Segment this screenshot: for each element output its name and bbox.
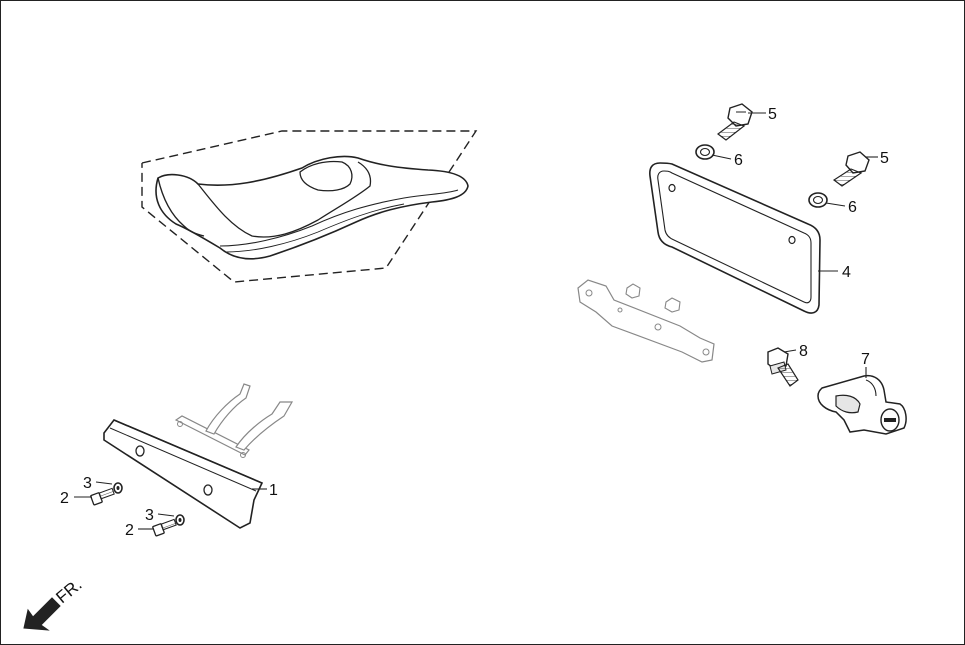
bolt-shank xyxy=(777,363,799,387)
leader-3a xyxy=(95,481,113,485)
washer-inner xyxy=(116,486,120,490)
callout-8: 8 xyxy=(799,343,808,360)
strip-hole xyxy=(654,323,662,331)
seat-rider-cushion xyxy=(197,161,372,238)
leader-lines xyxy=(74,112,878,530)
washer-3b xyxy=(175,514,185,526)
part-7-barrel xyxy=(835,394,861,414)
screw-2a xyxy=(90,487,115,506)
callout-3a: 3 xyxy=(83,475,92,492)
bolt-shank xyxy=(717,121,746,141)
bracket-hole xyxy=(177,421,183,427)
callout-4: 4 xyxy=(842,264,851,281)
part-7-key-slot xyxy=(884,418,896,422)
seat-assembly xyxy=(141,130,478,283)
plate-base-inner xyxy=(657,170,812,304)
plate-base-hole xyxy=(788,235,796,245)
leader-6a xyxy=(711,154,732,160)
plate-base-part-4 xyxy=(649,162,821,314)
bracket-arm-left xyxy=(205,383,251,435)
bolt-head xyxy=(845,151,870,174)
callout-labels: 1 2 3 2 3 4 5 5 6 6 7 8 xyxy=(60,106,889,539)
front-direction-indicator: FR. xyxy=(23,575,86,631)
part-7 xyxy=(817,374,907,435)
washer-3a xyxy=(113,482,123,494)
mounting-strip xyxy=(577,279,715,363)
strip-nut xyxy=(664,297,681,313)
plate-base-outer xyxy=(649,162,821,314)
plate-holder-bracket xyxy=(174,383,294,458)
plate-holder-hole xyxy=(203,484,213,496)
plate-holder-part-1 xyxy=(103,419,264,529)
plate-holder-inner-edge xyxy=(109,427,257,492)
plate-holder-hole xyxy=(135,445,145,457)
screw-thread xyxy=(160,518,177,531)
washer-inner xyxy=(699,147,711,157)
bolt-shank xyxy=(832,168,863,187)
washer-6b xyxy=(808,192,828,208)
plate-base-hole xyxy=(668,183,676,193)
strip-hole xyxy=(585,289,593,297)
seat-shell xyxy=(155,155,469,260)
bolt-5b xyxy=(832,151,870,187)
seat-side-seam xyxy=(219,189,459,247)
callout-5b: 5 xyxy=(880,150,889,167)
washer-inner xyxy=(178,518,182,522)
callout-6b: 6 xyxy=(848,199,857,216)
screw-thread xyxy=(98,487,115,500)
leader-8 xyxy=(783,349,797,353)
callout-7: 7 xyxy=(861,351,870,368)
seat-front-lip xyxy=(157,177,205,237)
seat-dashed-boundary xyxy=(141,130,478,283)
leader-6b xyxy=(825,202,846,207)
strip-hole xyxy=(702,348,710,356)
bracket-wire-frame xyxy=(174,415,250,456)
callout-6a: 6 xyxy=(734,152,743,169)
leader-3b xyxy=(157,513,175,517)
callout-2a: 2 xyxy=(60,490,69,507)
seat-side-seam-2 xyxy=(225,203,405,253)
strip-nut xyxy=(625,283,641,299)
bolt-5a xyxy=(717,103,753,141)
bolt-head xyxy=(727,103,753,127)
strip-hole xyxy=(617,307,623,313)
callout-5a: 5 xyxy=(768,106,777,123)
callout-3b: 3 xyxy=(145,507,154,524)
callout-1: 1 xyxy=(269,482,278,499)
plate-holder-top-edge xyxy=(113,419,263,484)
seat-passenger-hump xyxy=(299,160,353,192)
part-7-ring xyxy=(865,379,877,397)
front-arrow-icon xyxy=(23,597,61,631)
bracket-hole xyxy=(240,452,246,458)
plate-holder-body xyxy=(103,419,264,529)
callout-2b: 2 xyxy=(125,522,134,539)
strip-body xyxy=(577,279,715,363)
bolt-8 xyxy=(767,347,799,387)
screw-2b xyxy=(152,518,177,537)
washer-6a xyxy=(695,144,715,160)
front-label: FR. xyxy=(52,575,85,607)
washer-inner xyxy=(812,195,824,205)
bracket-arm-right xyxy=(235,401,294,451)
